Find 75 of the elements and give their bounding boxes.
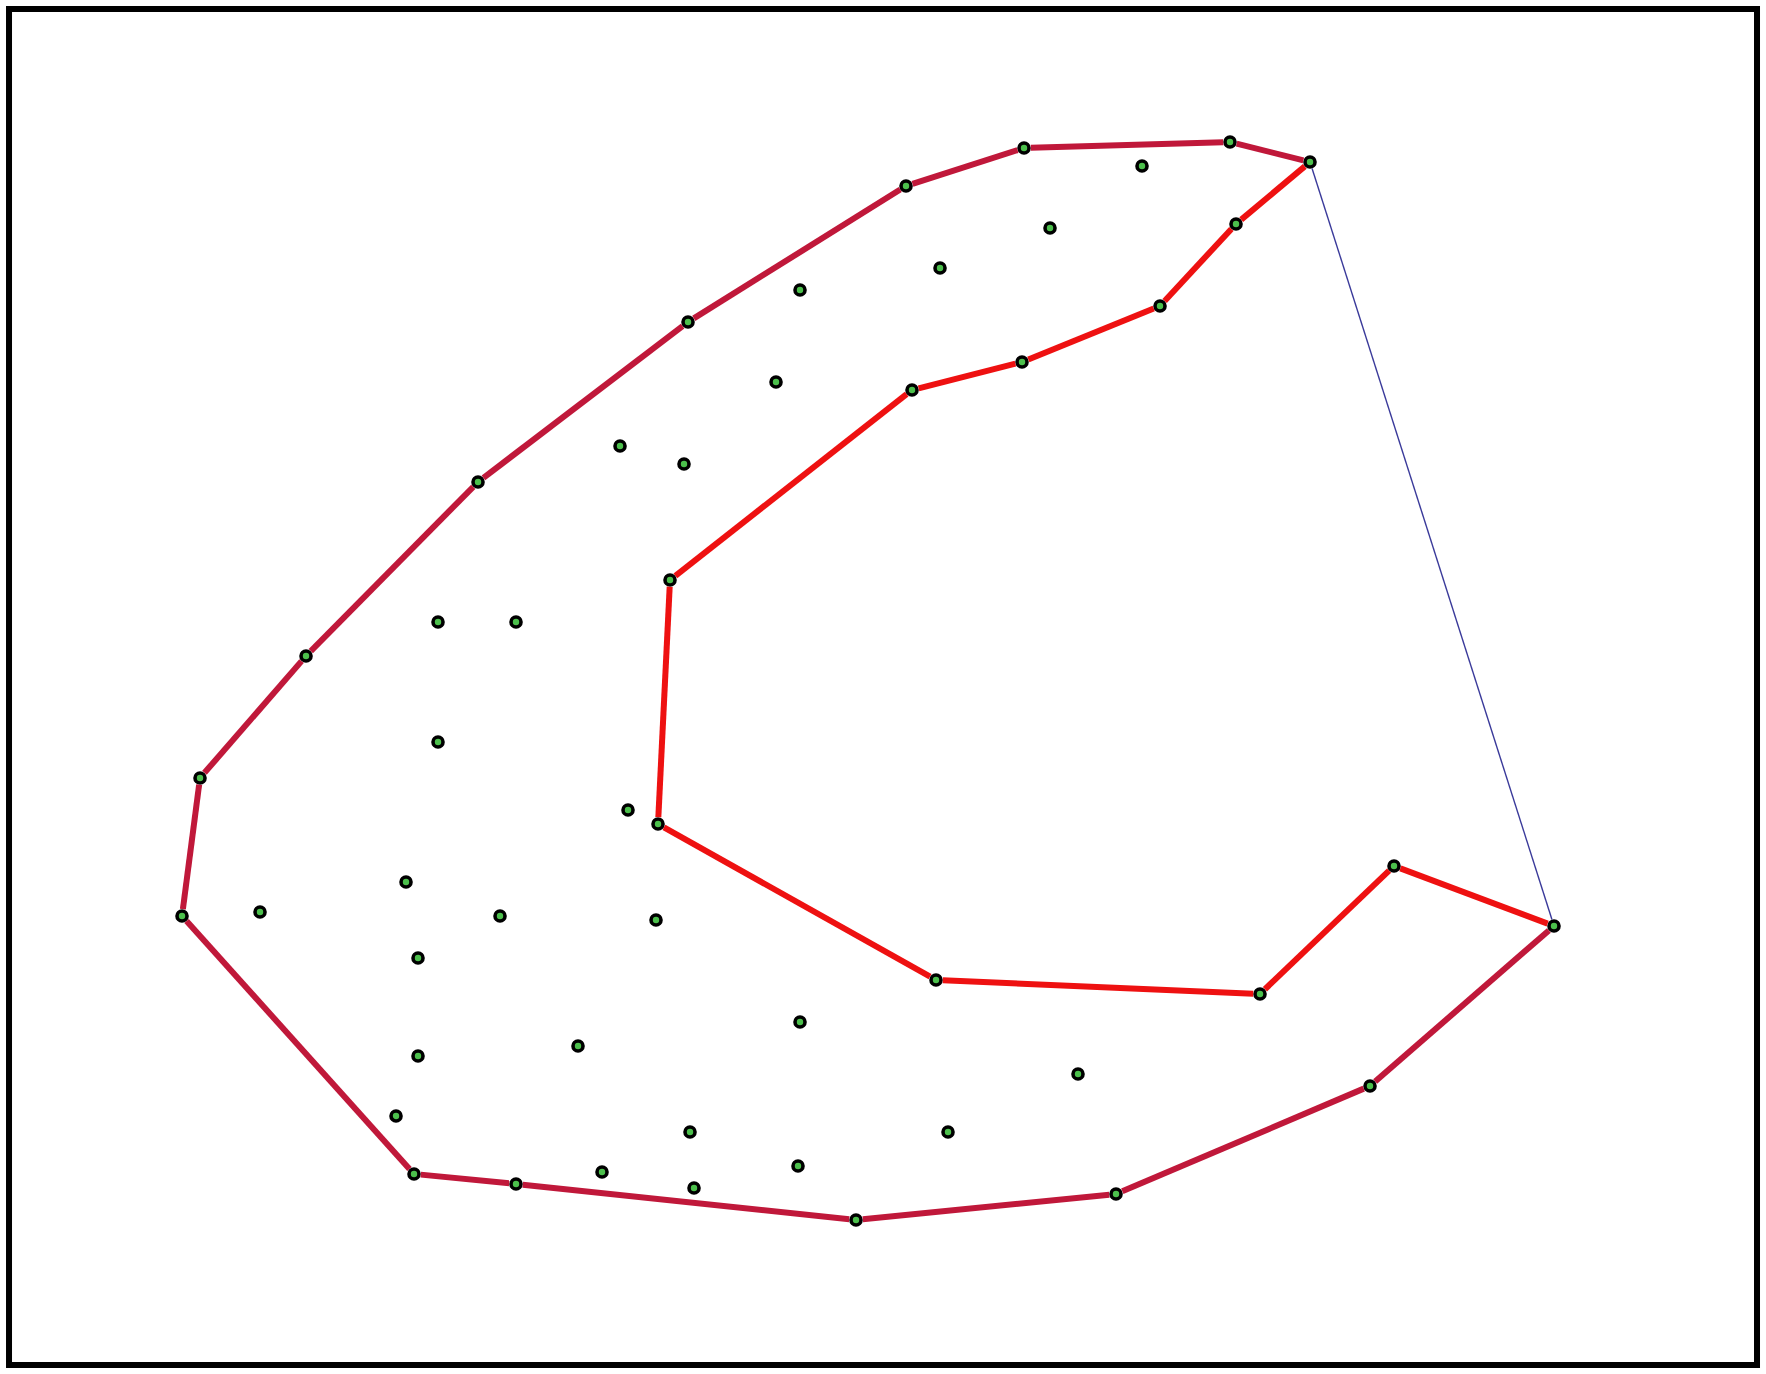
data-point (769, 375, 783, 389)
data-point (677, 457, 691, 471)
data-point (509, 615, 523, 629)
data-point (299, 649, 313, 663)
data-point (681, 315, 695, 329)
hull-line (1235, 140, 1305, 164)
data-point (509, 1177, 523, 1191)
hull-line (655, 586, 673, 818)
data-point (1071, 1067, 1085, 1081)
data-point (1363, 1079, 1377, 1093)
hull-line (481, 323, 685, 481)
hull-line (911, 147, 1019, 187)
hull-line (1311, 167, 1553, 921)
hull-line (522, 1181, 850, 1223)
data-point (663, 573, 677, 587)
data-point (1109, 1187, 1123, 1201)
hull-line (1121, 1085, 1365, 1195)
data-point (1043, 221, 1057, 235)
hull-line (692, 187, 902, 321)
data-point (849, 1213, 863, 1227)
data-point (1547, 919, 1561, 933)
data-point (1135, 159, 1149, 173)
data-point (431, 615, 445, 629)
data-point (1253, 987, 1267, 1001)
data-point (1153, 299, 1167, 313)
data-point (651, 817, 665, 831)
data-point (1229, 217, 1243, 231)
hull-line (673, 391, 909, 579)
data-point (389, 1109, 403, 1123)
data-point (411, 1049, 425, 1063)
data-point (253, 905, 267, 919)
hull-line (1030, 139, 1224, 151)
data-point (471, 475, 485, 489)
hull-line (1162, 226, 1234, 304)
data-point (1017, 141, 1031, 155)
data-point (649, 913, 663, 927)
hull-line (1239, 164, 1307, 222)
data-point (791, 1159, 805, 1173)
data-point (411, 951, 425, 965)
hull-line (1373, 928, 1551, 1084)
data-point (793, 1015, 807, 1029)
hull-line (662, 824, 932, 980)
data-point (175, 909, 189, 923)
data-point (431, 735, 445, 749)
data-point (407, 1167, 421, 1181)
data-point (683, 1125, 697, 1139)
hull-line (179, 784, 203, 910)
hull-line (942, 977, 1254, 997)
data-point (1387, 859, 1401, 873)
data-point (571, 1039, 585, 1053)
hull-line (1262, 868, 1392, 992)
data-point (399, 875, 413, 889)
hull-line (1027, 305, 1155, 363)
data-point (687, 1181, 701, 1195)
hull-line (917, 360, 1017, 392)
hull-line (184, 919, 412, 1171)
data-point (793, 283, 807, 297)
data-point (1303, 155, 1317, 169)
data-point (621, 803, 635, 817)
data-point (193, 771, 207, 785)
data-point (1223, 135, 1237, 149)
data-point (1015, 355, 1029, 369)
data-point (493, 909, 507, 923)
data-point (899, 179, 913, 193)
hull-line (420, 1171, 510, 1187)
hull-line (202, 659, 304, 775)
hull-line (1399, 865, 1549, 927)
data-point (933, 261, 947, 275)
data-point (929, 973, 943, 987)
hull-line (308, 484, 476, 654)
data-point (595, 1165, 609, 1179)
data-point (941, 1125, 955, 1139)
hull-line (862, 1191, 1110, 1223)
data-point (613, 439, 627, 453)
data-point (905, 383, 919, 397)
